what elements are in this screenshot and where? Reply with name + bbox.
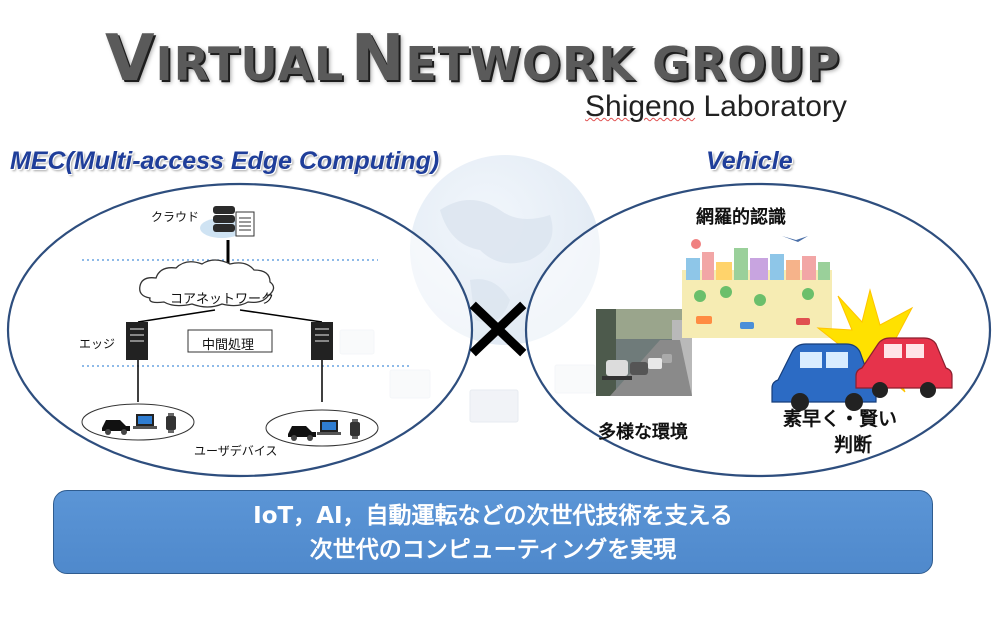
processing-box (187, 329, 273, 353)
judgment-label-line2: 判断 (834, 434, 873, 456)
car-icon (288, 426, 316, 441)
cloud-label: クラウド (151, 210, 200, 224)
edge-server-left-icon (126, 322, 148, 360)
brand-title-initial-2: N (350, 22, 406, 96)
edge-server-right-icon (311, 322, 333, 360)
brand-subtitle-lab: Laboratory (695, 90, 847, 123)
judgment-label-line1: 素早く・賢い (783, 408, 898, 430)
environment-label: 多様な環境 (598, 422, 688, 443)
car-icon (102, 420, 130, 435)
banner-line-2: 次世代のコンピューティングを実現 (309, 537, 677, 563)
smartwatch-icon (166, 413, 176, 433)
banner-line-1: IoT，AI，自動運転などの次世代技術を支える (253, 503, 733, 529)
core-network-label: コアネットワーク (170, 292, 275, 307)
edge-label: エッジ (79, 337, 116, 351)
laptop-icon (133, 414, 157, 429)
cross-icon (469, 301, 527, 357)
smartwatch-icon (350, 419, 360, 439)
vehicle-section-title: Vehicle (706, 147, 793, 175)
collision-illustration (771, 288, 953, 411)
summary-banner: IoT，AI，自動運転などの次世代技術を支える 次世代のコンピューティングを実現 (53, 490, 933, 574)
road-traffic-photo (596, 309, 692, 396)
cloud-server-icon (200, 206, 255, 238)
processing-label: 中間処理 (202, 338, 255, 353)
brand-title-word-2: ETWORK GROUP (405, 37, 841, 91)
brand-subtitle-name: Shigeno (585, 90, 696, 123)
laptop-icon (317, 420, 341, 435)
user-device-label: ユーザデバイス (194, 444, 278, 458)
brand-title-word-1: IRTUAL (155, 37, 345, 91)
brand-title: VIRTUAL NETWORK GROUP (105, 22, 885, 96)
brand-title-initial-1: V (105, 22, 156, 96)
town-illustration (682, 236, 832, 338)
brand-subtitle: Shigeno Laboratory (585, 90, 847, 124)
core-network-cloud (139, 259, 275, 308)
recognition-label: 網羅的認識 (696, 207, 786, 228)
mec-section-title: MEC(Multi-access Edge Computing) (10, 147, 440, 175)
